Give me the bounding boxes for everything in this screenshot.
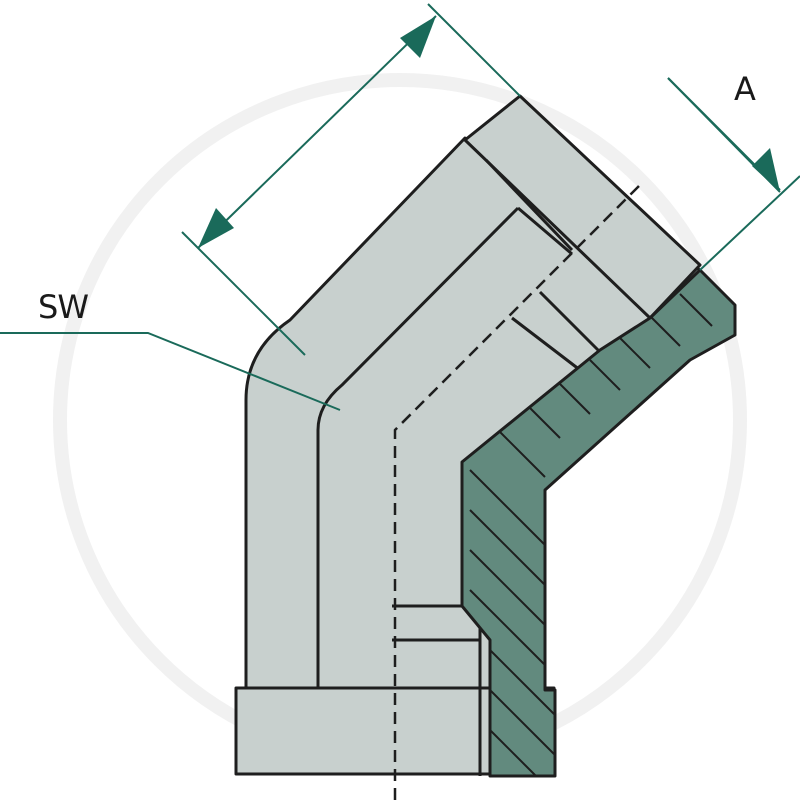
angled-nut bbox=[463, 94, 702, 320]
sw-leader-line bbox=[0, 332, 341, 411]
dimension-lines bbox=[0, 3, 800, 411]
dimension-label-sw: SW bbox=[38, 288, 89, 326]
center-line bbox=[393, 184, 641, 800]
section-cut bbox=[460, 268, 737, 778]
length-arrow-start bbox=[198, 208, 234, 248]
body-detail-lines bbox=[316, 158, 602, 776]
length-dimension-line bbox=[197, 15, 437, 249]
a-arrow-end bbox=[752, 148, 780, 192]
section-hatching bbox=[469, 275, 736, 777]
dimension-arrows bbox=[198, 16, 780, 248]
length-arrow-end bbox=[400, 16, 436, 58]
dimension-label-a: A bbox=[734, 70, 756, 108]
